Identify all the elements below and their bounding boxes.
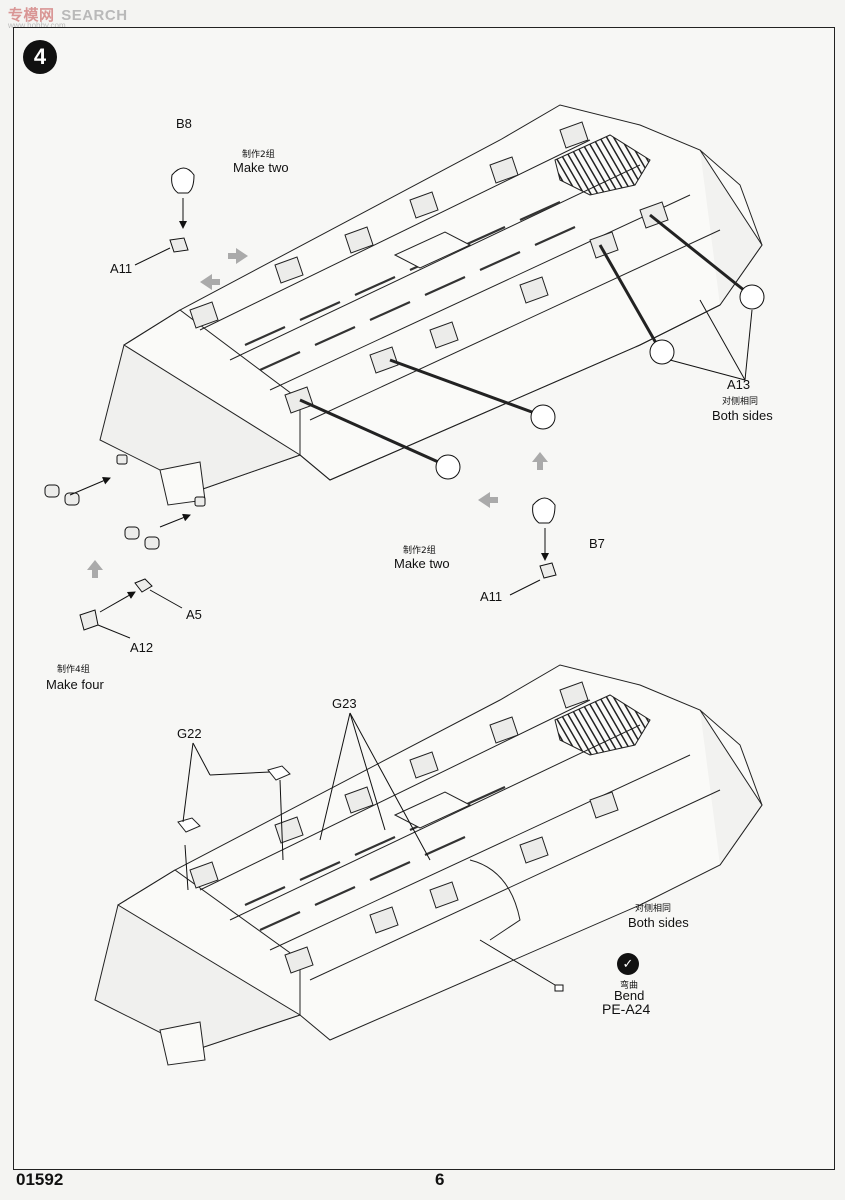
part-label-a12: A12 — [130, 640, 154, 655]
make-four-cn-label: 制作4组 — [57, 665, 90, 675]
make-two-label: Make two — [233, 160, 289, 175]
part-label-a13: A13 — [727, 377, 751, 392]
lower-callout-lines — [182, 712, 564, 992]
part-label-b8: B8 — [176, 116, 192, 131]
part-label-a11: A11 — [110, 261, 133, 276]
direction-arrows — [87, 248, 548, 578]
watermark: 专模网 SEARCH — [8, 4, 128, 25]
upper-callout-lines — [69, 198, 753, 639]
make-two-cn-label: 制作2组 — [242, 150, 275, 160]
part-label-g22: G22 — [177, 726, 202, 741]
watermark-cn: 专模网 — [8, 7, 55, 24]
make-four-label: Make four — [46, 677, 104, 692]
both-sides-cn-label: 对侧相同 — [722, 397, 759, 407]
watermark-url: www.hobby.com — [8, 21, 66, 30]
part-label-a11: A11 — [480, 589, 503, 604]
lower-hull-drawing — [94, 664, 763, 1066]
page-number: 6 — [435, 1170, 445, 1189]
part-label-g23: G23 — [332, 696, 357, 711]
both-sides-label: Both sides — [628, 915, 689, 930]
upper-hull-drawing — [44, 104, 765, 631]
watermark-text: SEARCH — [61, 7, 128, 24]
bend-icon: ✓ — [617, 953, 639, 975]
part-label-pe-a24: PE-A24 — [602, 1001, 651, 1017]
bend-label: Bend — [614, 988, 645, 1003]
bend-cn-label: 弯曲 — [620, 981, 639, 991]
both-sides-label: Both sides — [712, 408, 773, 423]
step-number-badge: 4 — [23, 40, 57, 74]
make-two-label: Make two — [394, 556, 450, 571]
make-two-cn-label: 制作2组 — [403, 546, 436, 556]
part-label-a5: A5 — [186, 607, 202, 622]
both-sides-cn-label: 对侧相同 — [635, 904, 672, 914]
kit-code: 01592 — [16, 1170, 64, 1189]
part-label-b7: B7 — [589, 536, 605, 551]
